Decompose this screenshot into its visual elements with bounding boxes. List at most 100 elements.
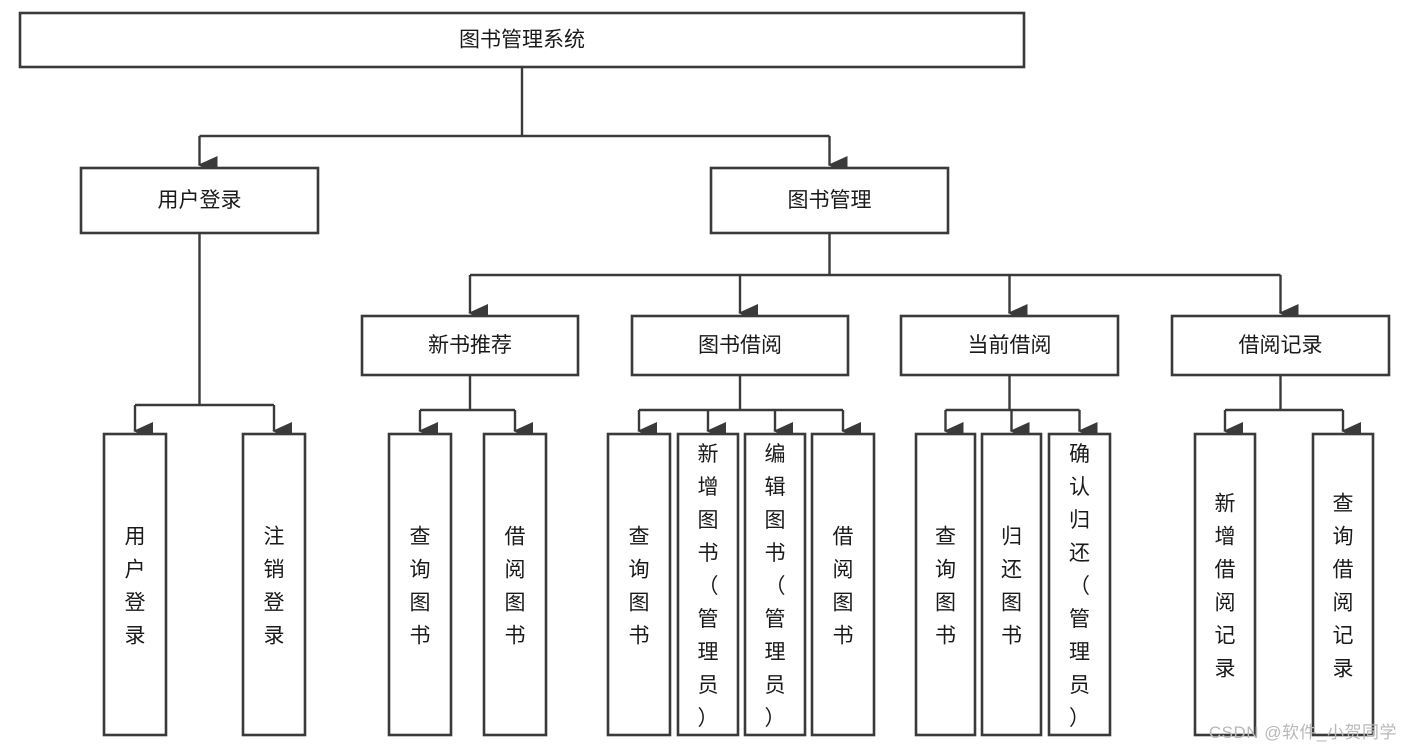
- node-label-leaf-add-book-char-0: 新: [698, 443, 719, 466]
- node-label-leaf-logout-char-3: 录: [264, 625, 285, 648]
- node-box-book-borrow[interactable]: [630, 314, 850, 377]
- node-label-book-manage: 图书管理: [788, 189, 872, 212]
- node-box-leaf-query-book-2[interactable]: [606, 432, 672, 737]
- node-label-leaf-edit-book-char-8: ）: [765, 707, 786, 730]
- node-label-leaf-borrow-book-1-char-2: 图: [505, 592, 526, 615]
- node-label-leaf-confirm-return-char-8: ）: [1069, 707, 1090, 730]
- node-box-leaf-borrow-book-2[interactable]: [810, 432, 876, 737]
- node-box-leaf-logout[interactable]: [241, 432, 307, 737]
- node-box-leaf-return-book[interactable]: [980, 432, 1043, 737]
- node-label-leaf-query-record-char-1: 询: [1333, 526, 1354, 549]
- node-label-leaf-add-book-char-7: 员: [698, 674, 719, 697]
- node-box-root[interactable]: [18, 11, 1026, 69]
- node-label-leaf-return-book-char-0: 归: [1001, 526, 1022, 549]
- node-label-leaf-query-book-2-char-3: 书: [629, 625, 650, 648]
- node-label-leaf-query-book-2-char-2: 图: [629, 592, 650, 615]
- node-leaf-user-login[interactable]: 用户登录: [102, 432, 168, 737]
- node-box-leaf-query-book-1[interactable]: [387, 432, 453, 737]
- node-label-leaf-confirm-return-char-7: 员: [1069, 674, 1090, 697]
- node-label-leaf-confirm-return-char-5: 管: [1069, 608, 1090, 631]
- nodes-group: 图书管理系统用户登录图书管理新书推荐图书借阅当前借阅借阅记录用户登录注销登录查询…: [18, 11, 1391, 737]
- node-label-leaf-confirm-return-char-3: 还: [1069, 542, 1090, 565]
- node-label-leaf-borrow-book-2-char-0: 借: [833, 526, 854, 549]
- node-box-new-book-recommend[interactable]: [360, 314, 580, 377]
- node-box-leaf-add-record[interactable]: [1193, 432, 1257, 737]
- node-label-leaf-logout-char-2: 登: [264, 592, 285, 615]
- node-label-leaf-return-book-char-3: 书: [1001, 625, 1022, 648]
- node-label-leaf-borrow-book-1-char-0: 借: [505, 526, 526, 549]
- node-label-leaf-borrow-book-1-char-1: 阅: [505, 559, 526, 582]
- node-label-leaf-logout-char-1: 销: [264, 559, 285, 582]
- node-current-borrow[interactable]: 当前借阅: [899, 314, 1120, 377]
- node-label-leaf-add-record-char-4: 记: [1215, 625, 1236, 648]
- node-box-book-manage[interactable]: [709, 166, 950, 235]
- node-book-borrow[interactable]: 图书借阅: [630, 314, 850, 377]
- node-label-leaf-edit-book-char-3: 书: [765, 542, 786, 565]
- node-borrow-record[interactable]: 借阅记录: [1170, 314, 1391, 377]
- node-box-user-login[interactable]: [79, 166, 320, 235]
- node-box-leaf-edit-book[interactable]: [743, 432, 807, 737]
- node-label-leaf-add-record-char-1: 增: [1215, 526, 1236, 549]
- node-label-leaf-borrow-book-1-char-3: 书: [505, 625, 526, 648]
- node-label-leaf-edit-book-char-2: 图: [765, 509, 786, 532]
- node-label-leaf-confirm-return-char-2: 归: [1069, 509, 1090, 532]
- node-label-leaf-add-book-char-2: 图: [698, 509, 719, 532]
- node-label-leaf-add-record-char-3: 阅: [1215, 592, 1236, 615]
- node-label-leaf-query-record-char-5: 录: [1333, 658, 1354, 681]
- node-label-leaf-query-book-3-char-0: 查: [935, 526, 956, 549]
- node-book-manage[interactable]: 图书管理: [709, 166, 950, 235]
- node-box-current-borrow[interactable]: [899, 314, 1120, 377]
- node-box-leaf-user-login[interactable]: [102, 432, 168, 737]
- node-label-leaf-edit-book-char-4: （: [765, 575, 786, 598]
- node-label-leaf-confirm-return-char-0: 确: [1069, 443, 1090, 466]
- node-label-leaf-borrow-book-2-char-3: 书: [833, 625, 854, 648]
- node-label-leaf-edit-book-char-5: 管: [765, 608, 786, 631]
- node-label-leaf-user-login-char-1: 户: [125, 559, 146, 582]
- node-label-leaf-query-record-char-4: 记: [1333, 625, 1354, 648]
- node-label-user-login: 用户登录: [158, 189, 242, 212]
- node-box-leaf-query-record[interactable]: [1311, 432, 1375, 737]
- node-label-leaf-query-book-2-char-1: 询: [629, 559, 650, 582]
- node-user-login[interactable]: 用户登录: [79, 166, 320, 235]
- node-label-leaf-edit-book-char-0: 编: [765, 443, 786, 466]
- node-box-borrow-record[interactable]: [1170, 314, 1391, 377]
- node-label-leaf-query-record-char-3: 阅: [1333, 592, 1354, 615]
- node-new-book-recommend[interactable]: 新书推荐: [360, 314, 580, 377]
- node-box-leaf-confirm-return[interactable]: [1047, 432, 1112, 737]
- node-label-leaf-edit-book-char-7: 员: [765, 674, 786, 697]
- node-label-leaf-confirm-return-char-1: 认: [1069, 476, 1090, 499]
- node-label-leaf-add-record-char-5: 录: [1215, 658, 1236, 681]
- node-label-new-book-recommend: 新书推荐: [428, 334, 512, 357]
- node-label-leaf-query-book-1-char-1: 询: [410, 559, 431, 582]
- node-label-leaf-return-book-char-1: 还: [1001, 559, 1022, 582]
- node-label-leaf-query-book-3-char-3: 书: [935, 625, 956, 648]
- node-label-leaf-logout-char-0: 注: [264, 526, 285, 549]
- node-box-leaf-query-book-3[interactable]: [914, 432, 977, 737]
- node-label-leaf-return-book-char-2: 图: [1001, 592, 1022, 615]
- node-box-leaf-borrow-book-1[interactable]: [482, 432, 548, 737]
- node-root[interactable]: 图书管理系统: [18, 11, 1026, 69]
- node-label-leaf-query-record-char-0: 查: [1333, 493, 1354, 516]
- node-label-leaf-query-book-3-char-1: 询: [935, 559, 956, 582]
- node-label-leaf-add-book-char-6: 理: [698, 641, 719, 664]
- node-label-leaf-add-book-char-1: 增: [698, 476, 719, 499]
- node-label-leaf-edit-book-char-1: 辑: [765, 476, 786, 499]
- node-label-leaf-add-book-char-3: 书: [698, 542, 719, 565]
- node-label-leaf-add-record-char-0: 新: [1215, 493, 1236, 516]
- node-label-leaf-query-book-2-char-0: 查: [629, 526, 650, 549]
- node-box-leaf-add-book[interactable]: [676, 432, 740, 737]
- node-label-root: 图书管理系统: [459, 29, 585, 52]
- node-label-leaf-add-book-char-5: 管: [698, 608, 719, 631]
